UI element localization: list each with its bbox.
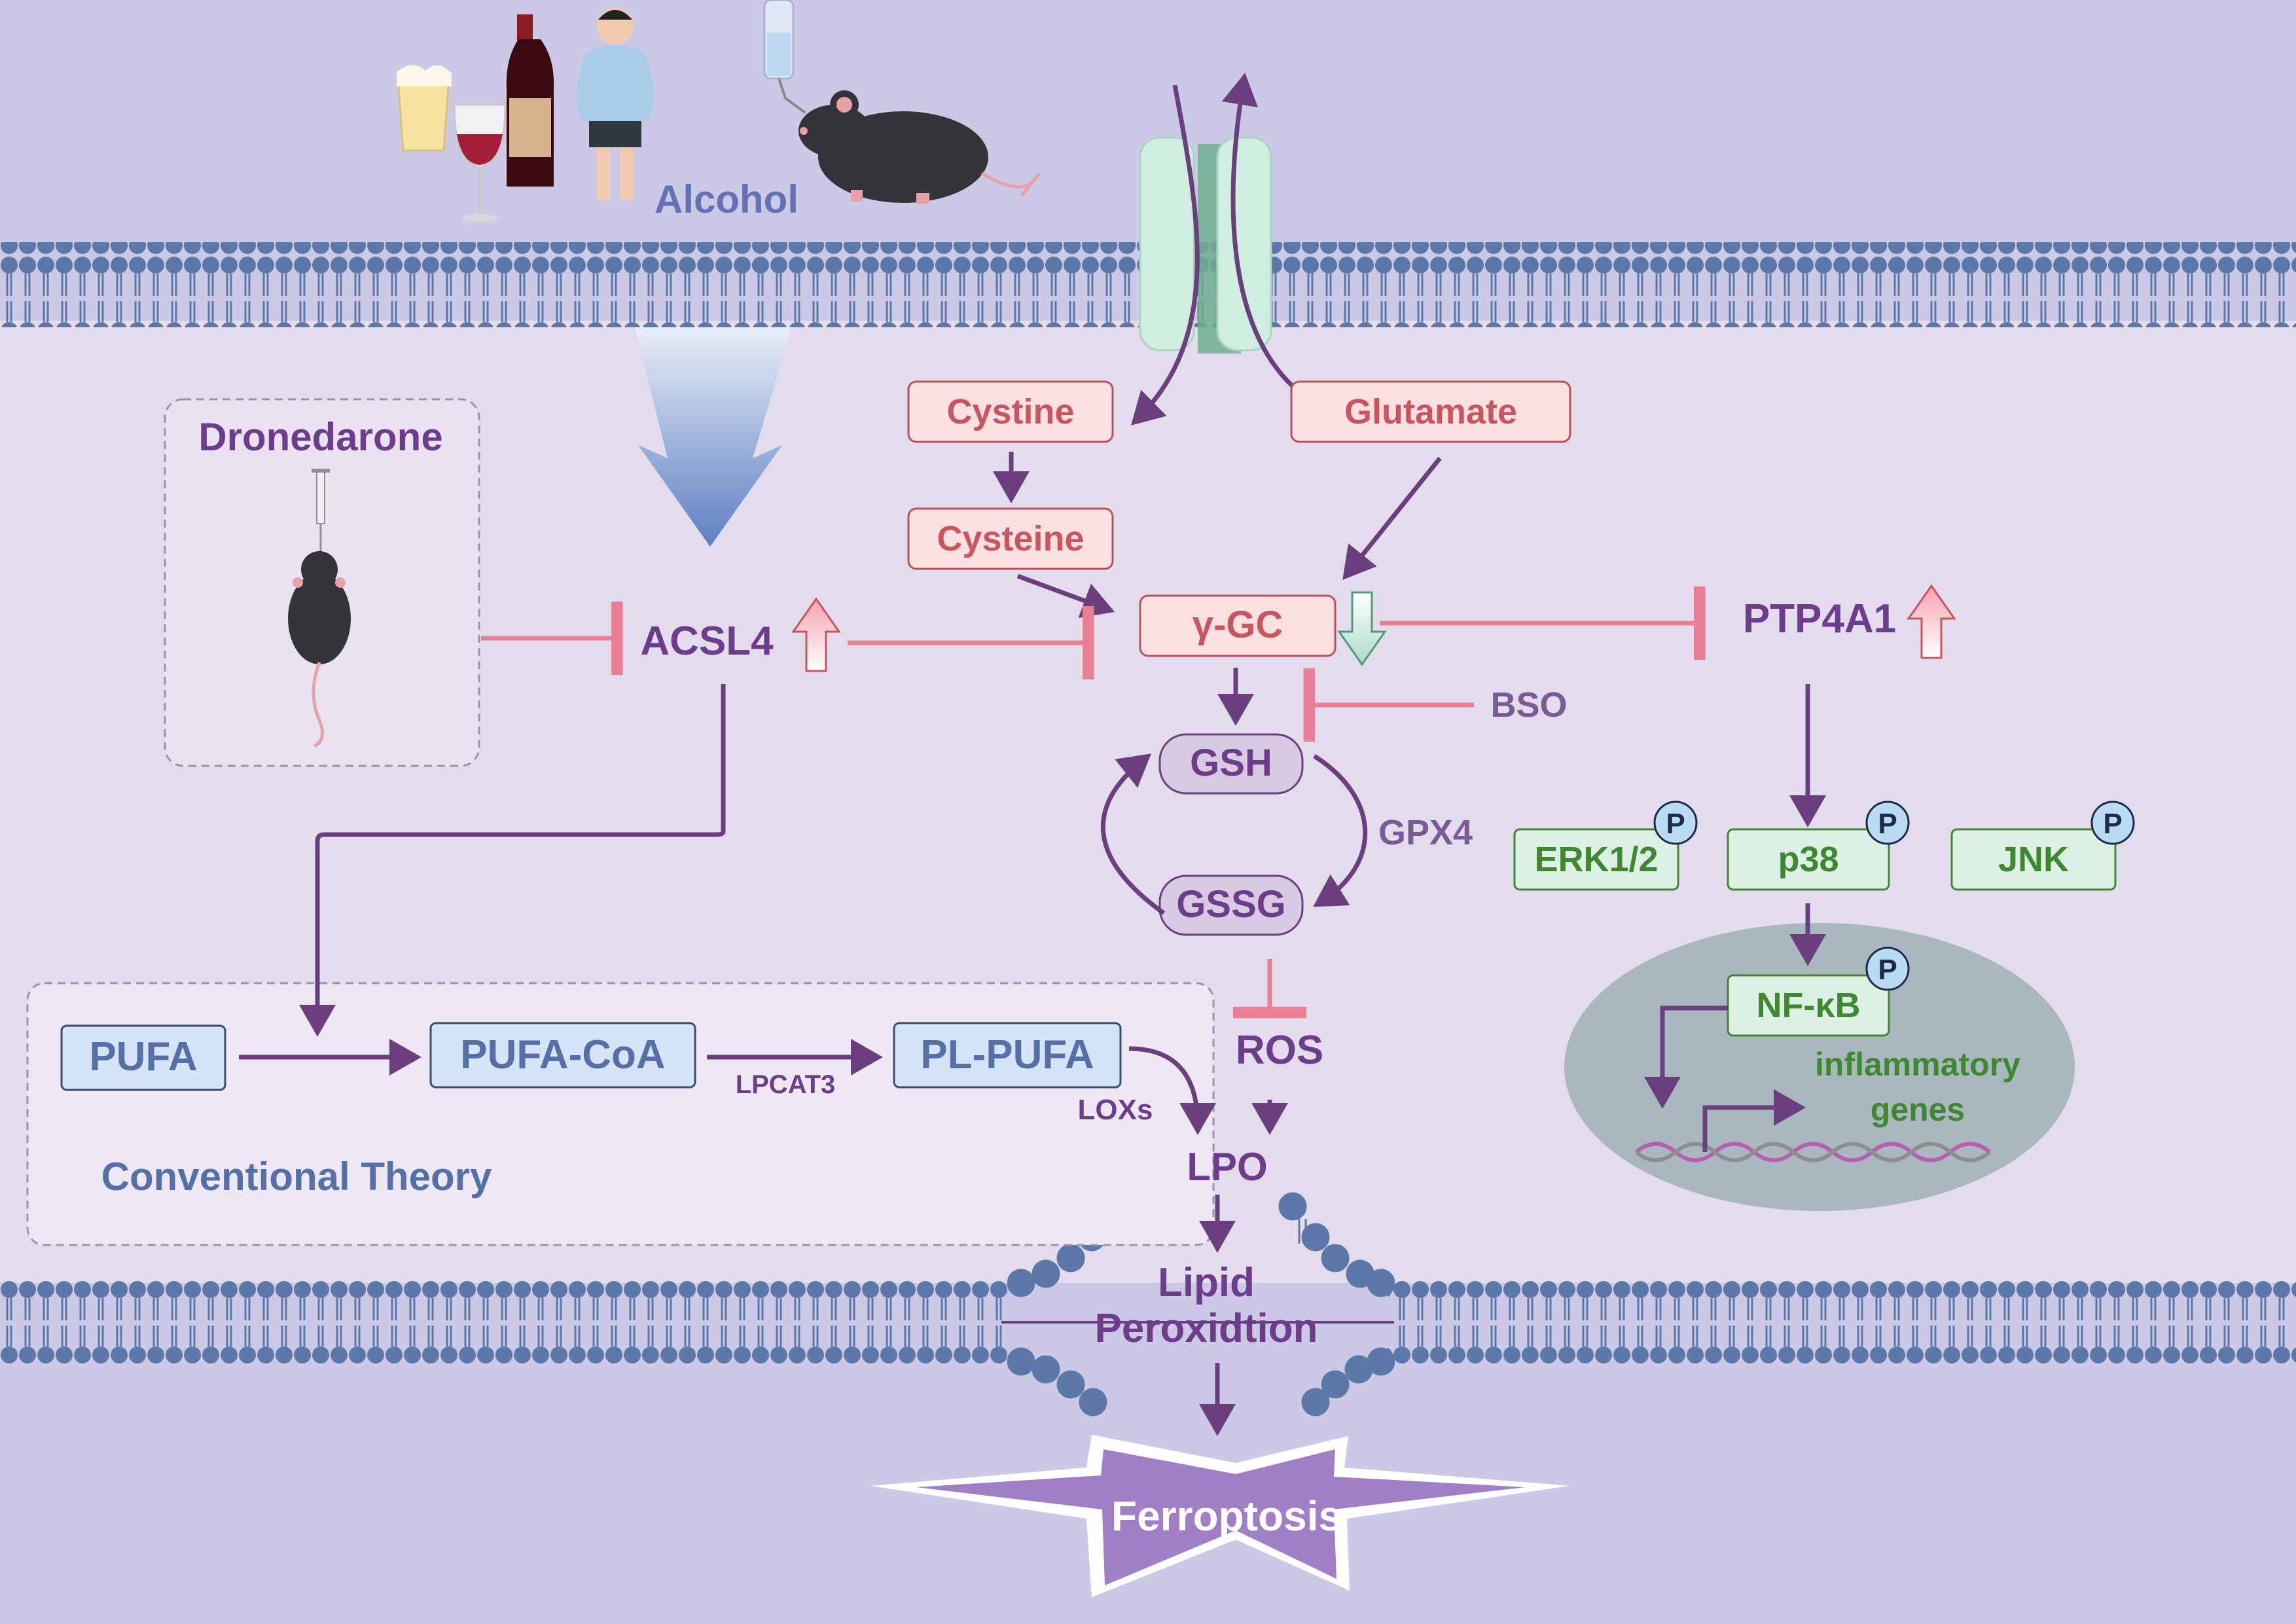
xct-transporter-icon xyxy=(1131,73,1295,425)
alcohol-down-arrow xyxy=(635,327,792,547)
conventional-theory-label: Conventional Theory xyxy=(101,1155,492,1199)
ptp4a1-label: PTP4A1 xyxy=(1743,596,1896,641)
bottom-membrane-right xyxy=(1388,1280,2296,1365)
cystine-label: Cystine xyxy=(946,392,1074,431)
wine-glass-icon xyxy=(453,103,507,222)
phospho-nfkb-label: P xyxy=(1878,954,1897,986)
syringe-icon xyxy=(312,469,330,556)
acsl4-up-arrow xyxy=(791,597,841,672)
ygc-label: γ-GC xyxy=(1193,604,1283,646)
ros-label: ROS xyxy=(1236,1028,1323,1073)
phospho-p38 xyxy=(1865,801,1910,845)
glutamate-box xyxy=(1290,380,1571,443)
p38-box xyxy=(1727,828,1890,891)
pufa-label: PUFA xyxy=(89,1034,197,1079)
phospho-jnk-label: P xyxy=(2103,808,2122,840)
cystine-box xyxy=(907,380,1114,443)
acsl4-label: ACSL4 xyxy=(640,619,774,664)
erk-box xyxy=(1513,828,1679,891)
beer-glass-icon xyxy=(397,65,452,152)
bottom-membrane-left xyxy=(0,1280,1008,1365)
dronedarone-label: Dronedarone xyxy=(198,415,442,459)
p38-label: p38 xyxy=(1778,840,1839,879)
alcohol-label: Alcohol xyxy=(655,177,798,221)
bso-label: BSO xyxy=(1490,685,1567,725)
pufa-box xyxy=(60,1024,226,1091)
ferroptosis-label: Ferroptosis xyxy=(1111,1492,1342,1540)
lipid-peroxidation-line2: Peroxidtion xyxy=(1094,1306,1318,1351)
gpx4-label: GPX4 xyxy=(1378,813,1473,852)
ygc-down-arrow xyxy=(1337,591,1387,666)
ferroptosis-star xyxy=(916,1449,1525,1585)
loxs-label: LOXs xyxy=(1078,1094,1153,1126)
mouse-icon xyxy=(798,90,1041,204)
erk-label: ERK1/2 xyxy=(1534,840,1658,879)
activation-arrows xyxy=(239,452,1826,1436)
gsh-label: GSH xyxy=(1190,742,1272,784)
inflammatory-genes-line1: inflammatory xyxy=(1815,1046,2020,1083)
phospho-jnk xyxy=(2090,801,2135,845)
cysteine-box xyxy=(907,507,1114,570)
ygc-box xyxy=(1139,594,1336,657)
inhibition-lines xyxy=(481,586,1706,1019)
lipid-peroxidation-line1: Lipid xyxy=(1158,1260,1255,1305)
phospho-erk-label: P xyxy=(1666,808,1685,840)
pl-pufa-label: PL-PUFA xyxy=(920,1032,1094,1077)
phospho-erk xyxy=(1653,801,1698,845)
lpo-label: LPO xyxy=(1187,1145,1267,1189)
phospho-p38-label: P xyxy=(1878,808,1897,840)
ptp4a1-up-arrow xyxy=(1907,584,1956,659)
lpcat3-label: LPCAT3 xyxy=(736,1070,836,1099)
gsh-box xyxy=(1158,733,1304,795)
wine-bottle-icon xyxy=(506,14,554,187)
gssg-box xyxy=(1158,875,1304,936)
nucleus xyxy=(1564,923,2075,1211)
jnk-box xyxy=(1950,828,2117,891)
pl-pufa-box xyxy=(893,1022,1122,1089)
pufa-coa-box xyxy=(429,1022,696,1089)
dna-icon xyxy=(1635,1142,1991,1163)
inflammatory-genes-line2: genes xyxy=(1871,1091,1965,1128)
jnk-label: JNK xyxy=(1998,840,2069,879)
phospho-nfkb xyxy=(1865,947,1910,991)
gssg-label: GSSG xyxy=(1176,883,1286,926)
glutamate-label: Glutamate xyxy=(1344,392,1517,431)
water-bottle-icon xyxy=(763,0,806,114)
nfkb-label: NF-κB xyxy=(1756,986,1860,1025)
cysteine-label: Cysteine xyxy=(937,519,1084,558)
obese-person-icon xyxy=(577,8,654,200)
mouse-topview-icon xyxy=(288,551,351,748)
pufa-coa-label: PUFA-CoA xyxy=(460,1032,665,1077)
nfkb-box xyxy=(1727,974,1890,1037)
